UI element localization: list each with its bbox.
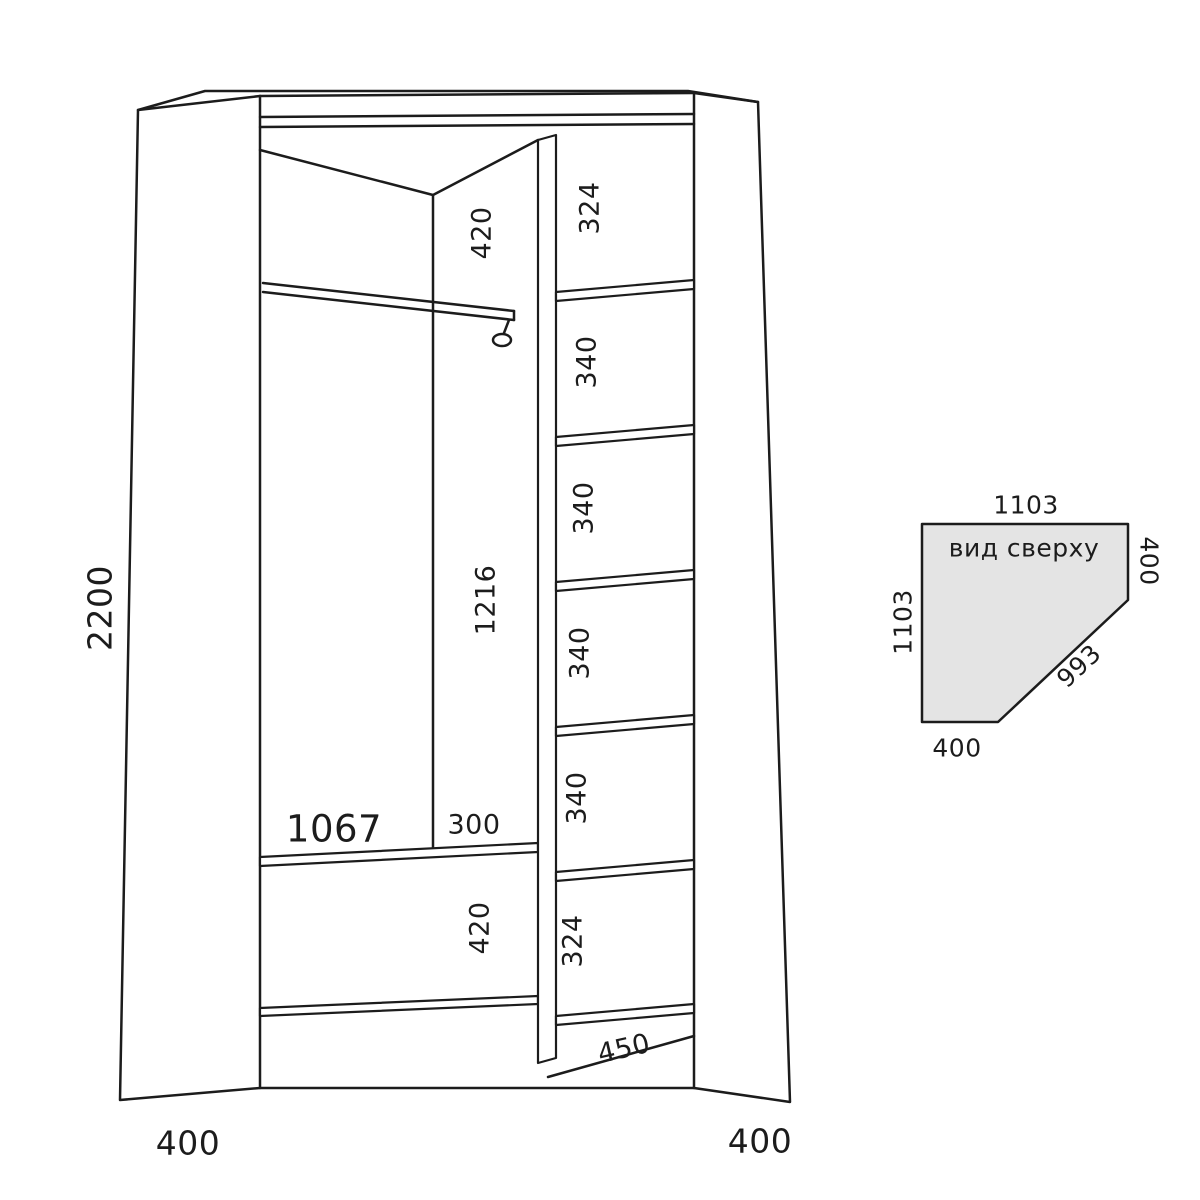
cabinet-interior — [258, 112, 696, 852]
dim-compartment-6: 324 — [558, 914, 589, 967]
column-bottom-edge — [546, 1034, 696, 1079]
dim-left-depth: 400 — [156, 1124, 221, 1163]
dim-overall-height: 2200 — [81, 565, 120, 651]
front-view-dimensions: 2200 400 400 420 1216 300 1067 420 324 3… — [81, 181, 793, 1163]
rod-bracket-stem — [502, 318, 511, 335]
shelf-board-3 — [554, 568, 696, 593]
dim-compartment-2: 340 — [572, 335, 603, 388]
shelf-column — [536, 133, 696, 1079]
dim-section-width: 1067 — [286, 808, 382, 851]
dim-shelf-width-450: 450 — [595, 1028, 654, 1070]
top-view-outline — [920, 522, 1130, 724]
topview-dim-right: 400 — [1135, 536, 1164, 585]
rod-bracket-end — [491, 332, 513, 348]
left-floor-board — [258, 994, 540, 1018]
rod-bottom-line — [261, 290, 516, 322]
ceiling-line-2 — [258, 122, 696, 129]
topview-dim-top: 1103 — [993, 491, 1059, 520]
top-view: вид сверху 1103 400 1103 993 400 — [889, 491, 1164, 763]
dim-shelf-depth-300: 300 — [447, 810, 500, 841]
topview-dim-left: 1103 — [889, 589, 918, 655]
ceiling-line-1 — [258, 112, 696, 119]
shelf-board-4 — [554, 713, 696, 738]
dim-top-gap: 420 — [467, 206, 498, 259]
topview-dim-bottom: 400 — [932, 734, 981, 763]
hanging-rod — [261, 281, 516, 348]
dim-hanging-space: 1216 — [471, 565, 502, 636]
top-band-front — [258, 91, 696, 98]
cabinet-silhouette — [118, 89, 792, 1104]
dim-right-depth: 400 — [728, 1122, 793, 1161]
dim-bottom-gap: 420 — [465, 901, 496, 954]
rod-top-line — [261, 281, 516, 313]
shelf-board-5 — [554, 858, 696, 883]
divider-board — [536, 133, 558, 1065]
left-section-boards — [258, 841, 540, 1018]
column-floor-board — [554, 1002, 696, 1027]
dim-compartment-3: 340 — [569, 481, 600, 534]
shelf-board-1 — [554, 278, 696, 303]
cabinet-outline — [118, 89, 792, 1104]
top-band-right — [692, 91, 760, 104]
topview-label: вид сверху — [949, 534, 1100, 563]
dim-compartment-4: 340 — [565, 626, 596, 679]
dim-compartment-1: 324 — [575, 181, 606, 234]
shelf-board-2 — [554, 423, 696, 448]
top-band-left — [136, 94, 262, 112]
back-wall-top-edges — [258, 138, 540, 197]
dim-compartment-5: 340 — [562, 771, 593, 824]
